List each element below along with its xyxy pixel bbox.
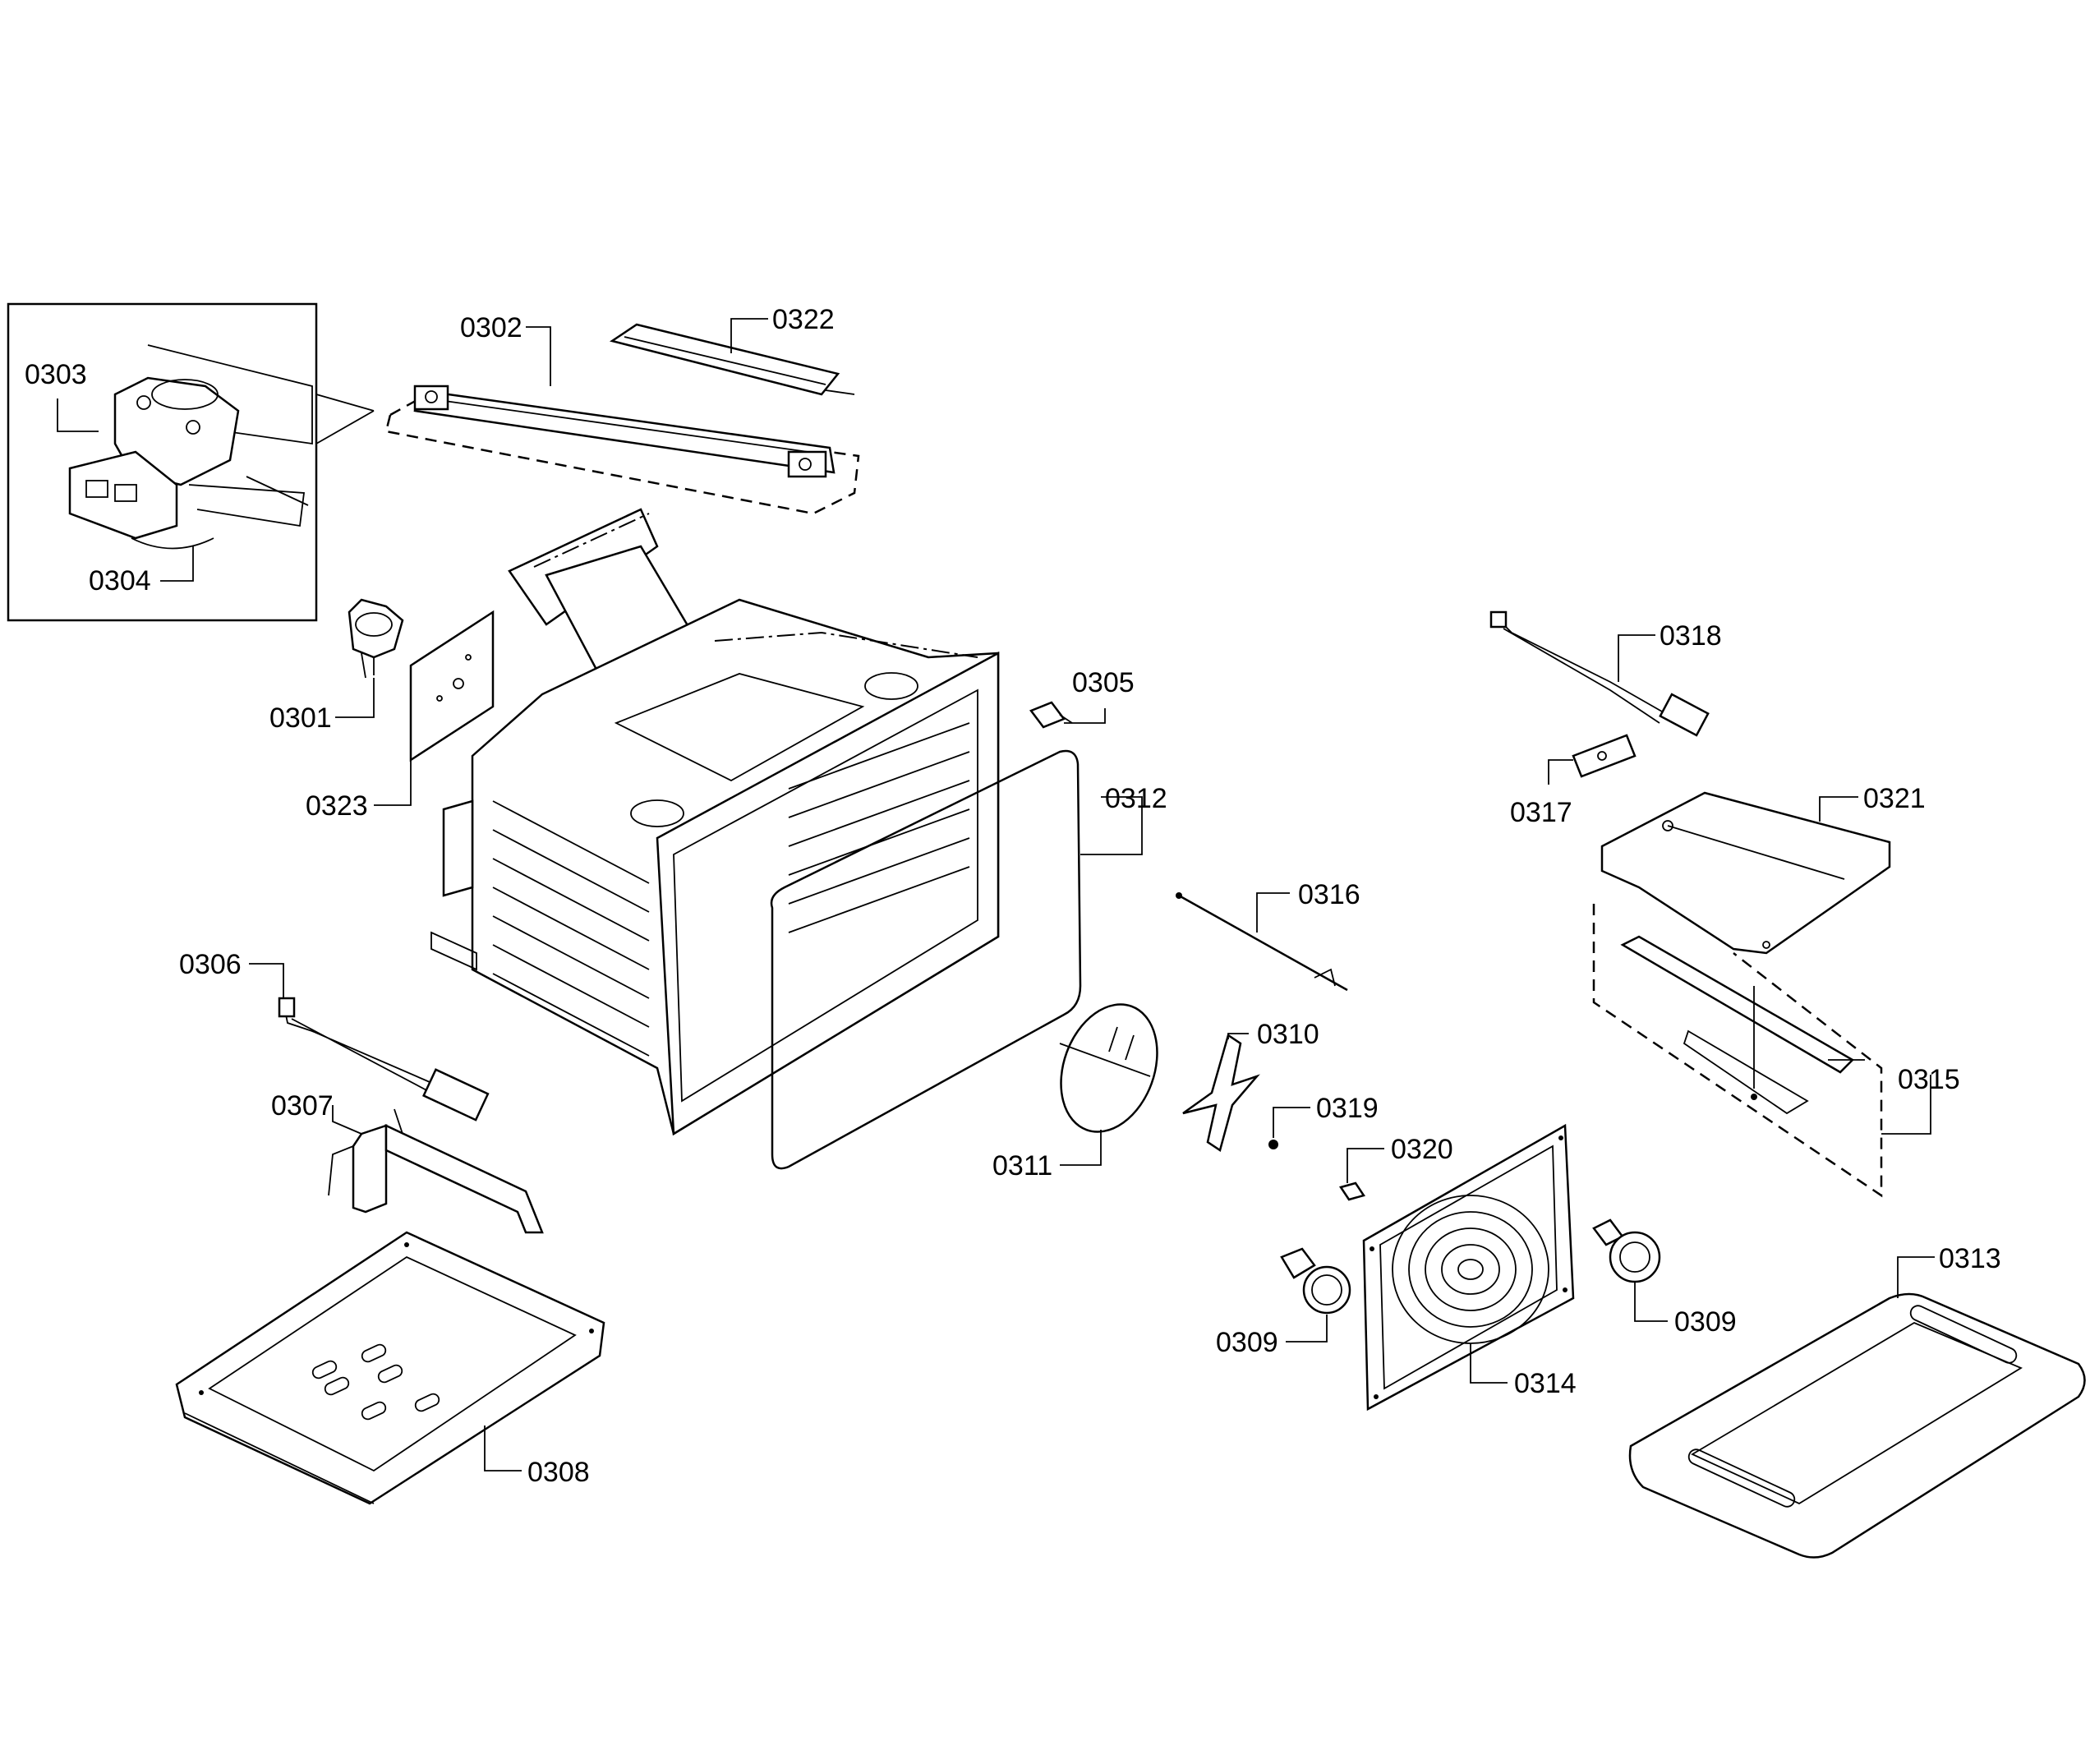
label-0317: 0317 xyxy=(1510,797,1572,828)
part-0315-broil-element xyxy=(1592,904,1883,1198)
part-labels: 0303 0304 0302 0322 0301 0323 0305 0312 … xyxy=(25,304,2001,1488)
label-0303: 0303 xyxy=(25,359,87,390)
part-0319-nut xyxy=(1268,1140,1278,1149)
label-0316: 0316 xyxy=(1298,879,1360,910)
label-0314: 0314 xyxy=(1514,1368,1577,1399)
label-0304: 0304 xyxy=(89,565,151,596)
label-0313: 0313 xyxy=(1939,1243,2001,1274)
part-0314-fan-cover xyxy=(1362,1123,1575,1412)
part-0309-lamp-left xyxy=(1280,1247,1351,1315)
part-0305-sensor xyxy=(1029,701,1073,729)
label-0305: 0305 xyxy=(1072,667,1135,698)
label-0302: 0302 xyxy=(460,312,522,343)
label-0323: 0323 xyxy=(306,790,368,822)
part-0313-bottom-panel xyxy=(1628,1292,2086,1559)
part-0311-ring-element xyxy=(1059,1003,1158,1133)
label-0309-right: 0309 xyxy=(1674,1306,1737,1338)
detail-inset xyxy=(7,302,375,622)
label-0312: 0312 xyxy=(1105,783,1167,814)
label-0318: 0318 xyxy=(1660,620,1722,652)
label-0322: 0322 xyxy=(772,304,835,335)
label-0311: 0311 xyxy=(992,1150,1052,1181)
label-0301: 0301 xyxy=(269,702,332,734)
label-0309-left: 0309 xyxy=(1216,1327,1278,1358)
label-0306: 0306 xyxy=(179,949,242,980)
part-0308-broil-pan xyxy=(175,1231,605,1505)
label-0315: 0315 xyxy=(1898,1064,1960,1095)
part-0301-motor xyxy=(348,598,404,679)
label-0321: 0321 xyxy=(1863,783,1926,814)
part-0320-clip xyxy=(1339,1181,1365,1201)
label-0307: 0307 xyxy=(271,1090,334,1121)
label-0310: 0310 xyxy=(1257,1019,1319,1050)
part-0322-cover-strip xyxy=(609,323,855,396)
part-0316-rod xyxy=(1176,892,1348,992)
part-0312-door-gasket xyxy=(770,749,1082,1170)
part-0310-fan-blade xyxy=(1182,1034,1260,1153)
part-0307-bracket xyxy=(328,1108,544,1234)
part-0323-plate xyxy=(409,610,495,762)
part-oven-cavity xyxy=(430,508,1000,1136)
part-0321-heat-shield xyxy=(1600,791,1891,955)
leader-lines xyxy=(57,318,1935,1472)
part-0317-bracket xyxy=(1572,734,1637,778)
part-0302-latch-bar xyxy=(384,385,860,515)
part-0306-wire-harness xyxy=(278,997,490,1121)
label-0308: 0308 xyxy=(527,1457,590,1488)
label-0319: 0319 xyxy=(1316,1093,1379,1124)
label-0320: 0320 xyxy=(1391,1134,1453,1165)
part-0318-wire-harness xyxy=(1489,610,1710,737)
part-0309-lamp-right xyxy=(1592,1218,1661,1283)
